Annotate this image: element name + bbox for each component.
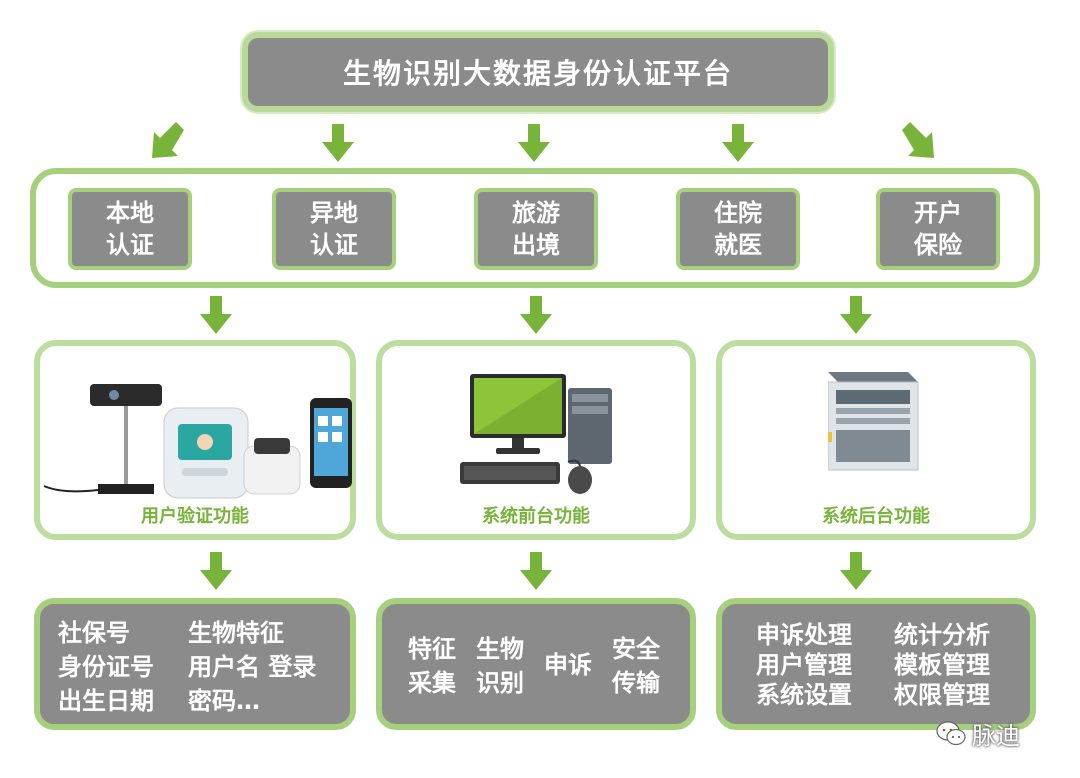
- scenario-text: 认证: [310, 231, 358, 259]
- detail-item: 用户名 登录: [188, 653, 317, 681]
- arrow-down-panel-3: [840, 296, 872, 334]
- scenario-text: 异地: [310, 199, 358, 227]
- scenario-text: 本地: [106, 199, 154, 227]
- detail-item: 用户管理: [756, 651, 852, 679]
- detail-item: 出生日期: [58, 687, 154, 715]
- arrow-down-detail-2: [520, 552, 552, 590]
- panel-label: 用户验证功能: [141, 506, 249, 527]
- fingerprint-scanner-icon: [90, 384, 162, 406]
- scenario-text: 旅游: [512, 199, 560, 227]
- devices-illustration: [43, 384, 352, 499]
- detail-item: 社保号: [58, 619, 130, 647]
- detail-item: 特征: [408, 635, 456, 663]
- desktop-computer-icon: [460, 374, 612, 494]
- scenario-account-insurance: 开户 保险: [876, 188, 1000, 270]
- server-icon: [828, 372, 919, 471]
- detail-item: 权限管理: [894, 681, 990, 709]
- detail-item: 申诉处理: [756, 621, 852, 649]
- detail-item: 识别: [476, 669, 524, 697]
- arrow-down-detail-3: [840, 552, 872, 590]
- arrow-down-panel-1: [200, 296, 232, 334]
- detail-user-verification: 社保号 生物特征 身份证号 用户名 登录 出生日期 密码…: [34, 598, 356, 730]
- detail-item: 统计分析: [894, 621, 990, 649]
- arrow-down-2: [518, 124, 550, 162]
- scenario-text: 出境: [512, 231, 560, 259]
- detail-system-frontend: 特征 采集 生物 识别 申诉 安全 传输: [376, 598, 696, 730]
- watermark: 脉迪: [936, 716, 1020, 751]
- detail-item: 生物: [476, 635, 524, 663]
- detail-item: 申诉: [544, 651, 592, 679]
- detail-item: 生物特征: [188, 619, 284, 647]
- scenario-text: 就医: [714, 231, 762, 259]
- detail-item: 密码…: [188, 687, 260, 715]
- arrow-down-right: [902, 122, 934, 158]
- panel-user-verification: 用户验证功能: [34, 340, 356, 540]
- arrow-down-left: [152, 122, 184, 158]
- scenario-local-auth: 本地 认证: [68, 188, 192, 270]
- arrow-down-3: [722, 124, 754, 162]
- scenario-hospital: 住院 就医: [676, 188, 800, 270]
- detail-item: 采集: [408, 669, 456, 697]
- detail-item: 安全: [612, 635, 660, 663]
- panel-system-backend: 系统后台功能: [716, 340, 1036, 540]
- watermark-text: 脉迪: [972, 722, 1020, 750]
- scenario-text: 保险: [914, 231, 962, 259]
- scenario-text: 认证: [106, 231, 154, 259]
- detail-item: 传输: [612, 669, 660, 697]
- detail-system-backend: 申诉处理 统计分析 用户管理 模板管理 系统设置 权限管理: [716, 598, 1036, 730]
- scenario-remote-auth: 异地 认证: [272, 188, 396, 270]
- panel-system-frontend: 系统前台功能: [376, 340, 696, 540]
- platform-title: 生物识别大数据身份认证平台: [248, 38, 828, 106]
- wechat-icon: [936, 720, 966, 745]
- detail-item: 身份证号: [58, 653, 154, 681]
- arrow-down-panel-2: [520, 296, 552, 334]
- scenario-travel: 旅游 出境: [474, 188, 598, 270]
- panel-label: 系统前台功能: [482, 506, 590, 527]
- detail-item: 系统设置: [756, 681, 852, 709]
- scenario-text: 开户: [914, 199, 962, 227]
- arrow-down-1: [322, 124, 354, 162]
- arrow-down-detail-1: [200, 552, 232, 590]
- detail-item: 模板管理: [894, 651, 990, 679]
- scenario-text: 住院: [714, 199, 762, 227]
- panel-label: 系统后台功能: [822, 506, 930, 527]
